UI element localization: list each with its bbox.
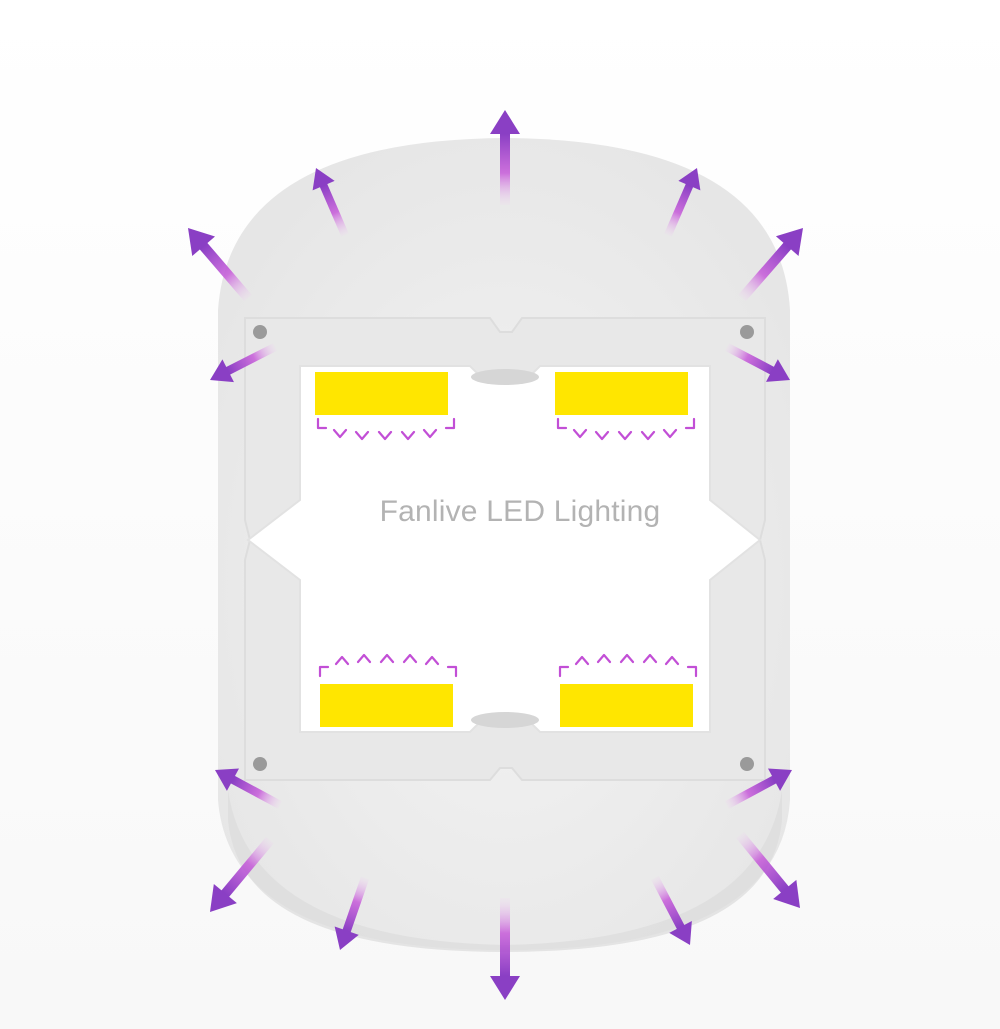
arrow-icon xyxy=(188,228,252,302)
arrow-icon xyxy=(334,876,370,950)
light-ray-icon xyxy=(316,417,456,441)
arrow-icon xyxy=(738,228,803,302)
bottom-notch-bevel xyxy=(471,712,539,728)
light-ray-icon xyxy=(318,653,458,678)
watermark-text: Fanlive LED Lighting xyxy=(379,495,661,528)
radiating-arrows xyxy=(188,110,803,1000)
arrow-icon xyxy=(210,836,274,912)
arrow-icon xyxy=(490,110,520,205)
top-notch-bevel xyxy=(471,369,539,385)
screw-icon xyxy=(253,757,267,771)
screw-icon xyxy=(740,325,754,339)
arrow-icon xyxy=(651,876,692,945)
light-ray-icon xyxy=(556,417,696,441)
arrow-icon xyxy=(724,768,792,809)
arrow-icon xyxy=(210,343,277,383)
screw-icon xyxy=(740,757,754,771)
led-strip-icon xyxy=(555,372,688,415)
arrow-icon xyxy=(490,898,520,1000)
arrow-icon xyxy=(725,343,790,382)
arrow-icon xyxy=(312,168,349,237)
light-ray-icon xyxy=(558,653,698,678)
inner-panel xyxy=(246,365,762,733)
screw-icon xyxy=(253,325,267,339)
led-strip-icon xyxy=(560,684,693,727)
led-strip-icon xyxy=(320,684,453,727)
arrow-icon xyxy=(215,768,283,809)
arrow-icon xyxy=(736,831,800,908)
led-strip-icon xyxy=(315,372,448,415)
arrow-icon xyxy=(664,168,701,237)
